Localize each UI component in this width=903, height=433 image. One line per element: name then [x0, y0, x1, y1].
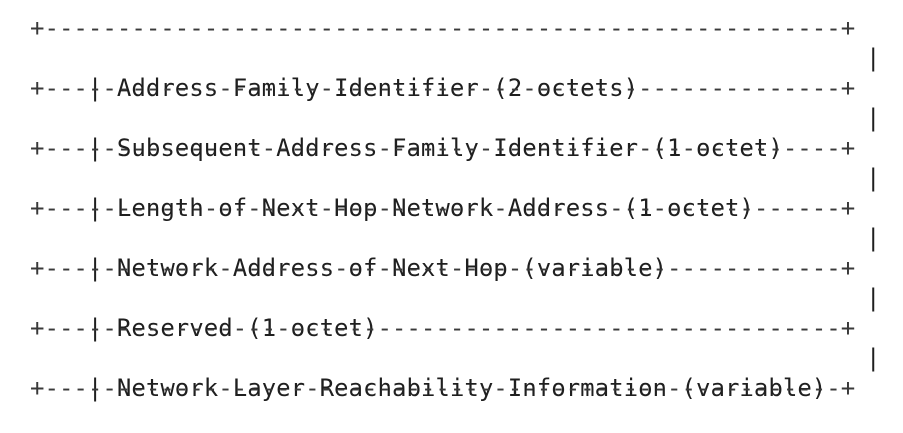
left-pipe: | — [87, 134, 103, 162]
border-line: +---------------------------------------… — [30, 194, 856, 222]
border-line: +---------------------------------------… — [30, 74, 856, 102]
left-pipe: | — [87, 194, 103, 222]
packet-format-diagram: +---------------------------------------… — [30, 14, 881, 402]
right-pipe: | — [866, 224, 881, 252]
left-pipe: | — [87, 254, 103, 282]
border-line: +---------------------------------------… — [30, 14, 856, 42]
left-pipe: | — [87, 314, 103, 342]
field-row: | Address Family Identifier (2 octets) — [30, 43, 638, 102]
border-line: +---------------------------------------… — [30, 314, 856, 342]
field-row: | Length of Next Hop Network Address (1 … — [30, 163, 754, 222]
right-pipe: | — [866, 284, 881, 312]
border-line: +---------------------------------------… — [30, 134, 856, 162]
field-label-reserved: Reserved (1 octet) — [116, 314, 378, 342]
border-line: +---------------------------------------… — [30, 254, 856, 282]
left-pipe: | — [87, 74, 103, 102]
left-pipe: | — [87, 374, 103, 402]
field-row: | Reserved (1 octet) — [30, 283, 378, 342]
field-label-address-family-identifier: Address Family Identifier (2 octets) — [116, 74, 639, 102]
field-label-nlri: Network Layer Reachability Information (… — [116, 374, 827, 402]
field-label-length-of-next-hop: Length of Next Hop Network Address (1 oc… — [116, 194, 754, 222]
field-row: | Network Layer Reachability Information… — [30, 343, 826, 402]
right-pipe: | — [866, 104, 881, 132]
field-row: | Subsequent Address Family Identifier (… — [30, 103, 783, 162]
border-line: +---------------------------------------… — [30, 374, 856, 402]
field-label-network-address-of-next-hop: Network Address of Next Hop (variable) — [116, 254, 668, 282]
field-row: | Network Address of Next Hop (variable) — [30, 223, 667, 282]
right-pipe: | — [866, 44, 881, 72]
field-label-subsequent-address-family-identifier: Subsequent Address Family Identifier (1 … — [116, 134, 783, 162]
right-pipe: | — [866, 164, 881, 192]
right-pipe: | — [866, 344, 881, 372]
